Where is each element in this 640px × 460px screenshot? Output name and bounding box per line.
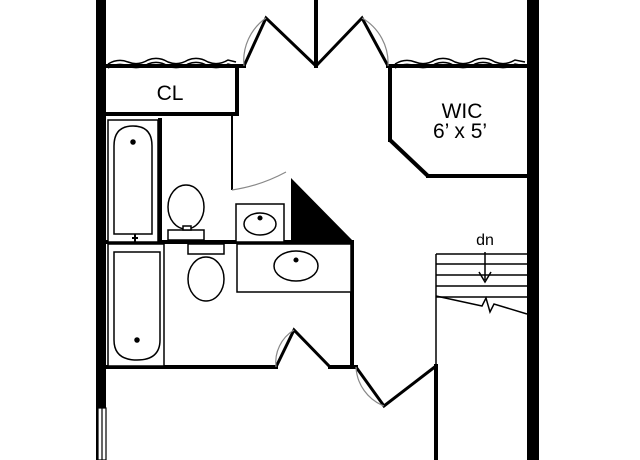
bath-door-swing [275,329,295,368]
stairs-direction-label: dn [476,232,494,249]
hall-door-leaf [354,364,437,409]
wic-dimensions: 6’ x 5’ [433,120,487,143]
lower-toilet-tank [187,243,225,255]
wic-window-inner [394,61,526,69]
closet-window [107,57,237,65]
lower-sink-basin [273,250,319,282]
hall-door-swing [355,366,385,407]
bath-door-leaf [274,327,332,369]
upper-toilet-tank [167,229,205,241]
wic-window [394,57,526,65]
closet-label: CL [157,82,184,105]
doors [231,15,437,409]
lower-sink-drain [293,257,299,263]
windows [107,57,526,69]
toilets [167,184,225,302]
side-window [97,407,107,460]
upper-bathtub-basin [113,125,153,235]
exterior-walls [96,0,539,460]
upper-double-door-right-leaf [314,15,390,68]
lower-bathtub-drain [134,337,140,343]
stairs [435,252,528,460]
right-exterior-wall [527,0,539,460]
upper-door-swing-right [361,17,389,67]
bathtub-faucet [132,234,138,242]
wic-angled-corner [388,138,430,178]
wic-label: WIC [442,100,483,123]
lower-bathtub-basin [113,251,161,361]
upper-bathtub-drain [130,139,136,145]
upper-sink-drain [257,215,263,221]
stair-break-line [435,295,528,315]
upper-door-swing-left [243,17,267,67]
upper-sink-basin [243,212,277,236]
upper-toilet-seat-hinge [182,225,192,231]
closet-window-inner [107,61,237,69]
bathtubs [107,119,165,367]
left-exterior-wall [96,0,106,460]
mechanical-chase-triangle [291,178,354,242]
toilet-room-door-swing [231,171,287,191]
sinks [235,203,352,293]
upper-double-door-left-leaf [242,15,318,68]
stair-arrowhead [478,271,492,284]
upper-toilet-bowl [167,184,205,230]
lower-toilet-bowl [187,256,225,302]
